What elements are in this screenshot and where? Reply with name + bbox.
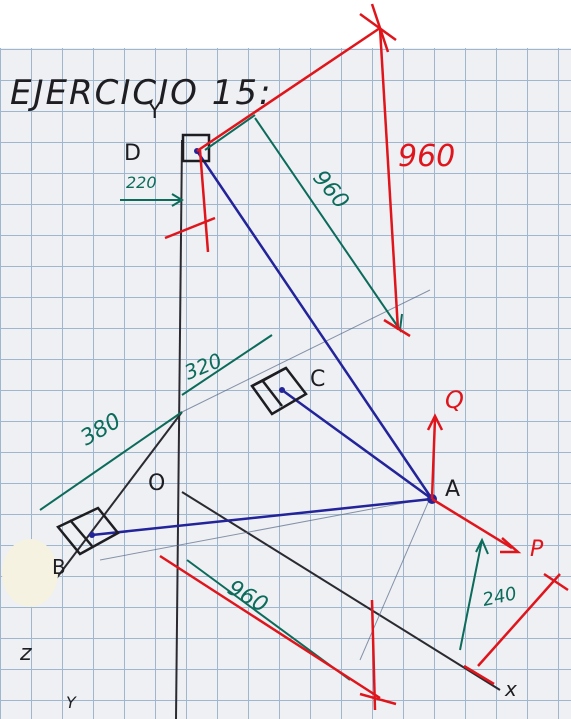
axis-y-label: Y [147, 99, 162, 124]
construction-line [359, 497, 431, 661]
red-tick [543, 572, 569, 592]
axis-y-bottom-label: Y [66, 693, 77, 712]
vector-Q-line [430, 417, 437, 500]
axis-x-label: x [504, 677, 517, 701]
red-960-bottom [159, 554, 381, 700]
point-A-label: A [445, 477, 460, 502]
box-D [181, 133, 211, 163]
vector-P-head [500, 537, 522, 554]
white-correction-blob [2, 539, 58, 607]
dim-380-label: 380 [77, 409, 126, 452]
vector-Q-label: Q [445, 386, 464, 414]
point-C-label: C [310, 367, 325, 392]
dim-240-green [459, 539, 483, 651]
construction-line [99, 497, 431, 561]
dim-380-line [39, 411, 183, 511]
point-C-dot [279, 387, 285, 393]
dim-240-label: 240 [481, 583, 519, 611]
red-top-line [196, 26, 381, 153]
red-tick [359, 12, 397, 42]
box-C [250, 366, 308, 416]
y-axis-line [175, 139, 183, 719]
dim-320-label: 320 [181, 348, 225, 385]
vector-P-line [431, 497, 513, 550]
dim-320-line [181, 334, 273, 396]
red-dimensions [159, 3, 569, 711]
force-lines [91, 150, 434, 537]
red-tick [463, 664, 495, 686]
red-bottom-vertical [370, 599, 377, 711]
axis-z-label: z [19, 641, 32, 666]
line-BA [91, 497, 433, 537]
red-220-line [198, 149, 210, 253]
dim-960-ext-top [204, 114, 256, 151]
point-D-label: D [124, 141, 141, 166]
vector-P-label: P [530, 537, 544, 562]
red-tick [383, 318, 411, 338]
dim-960-green-label: 960 [307, 166, 353, 214]
dim-960-green-line [254, 117, 401, 331]
box-B [56, 506, 120, 556]
axes [39, 139, 501, 719]
point-B-dot [89, 532, 95, 538]
dim-220-label: 220 [126, 173, 157, 192]
dim-960-red-label: 960 [398, 139, 455, 174]
red-tick [370, 3, 390, 53]
red-960-vertical [378, 27, 400, 331]
line-DA [195, 150, 434, 500]
red-tick [359, 692, 397, 706]
title-text: EJERCICIO 15: [10, 73, 272, 113]
construction-line [181, 289, 431, 413]
vector-Q-head [426, 413, 444, 431]
line-CA [281, 388, 433, 501]
origin-O-label: O [148, 471, 165, 496]
anchor-boxes [56, 133, 308, 556]
paper-top-margin [0, 0, 571, 48]
point-B-label: B [52, 555, 66, 579]
red-240-line [477, 573, 561, 667]
x-axis-line [181, 491, 501, 691]
z-axis-line [39, 411, 183, 601]
